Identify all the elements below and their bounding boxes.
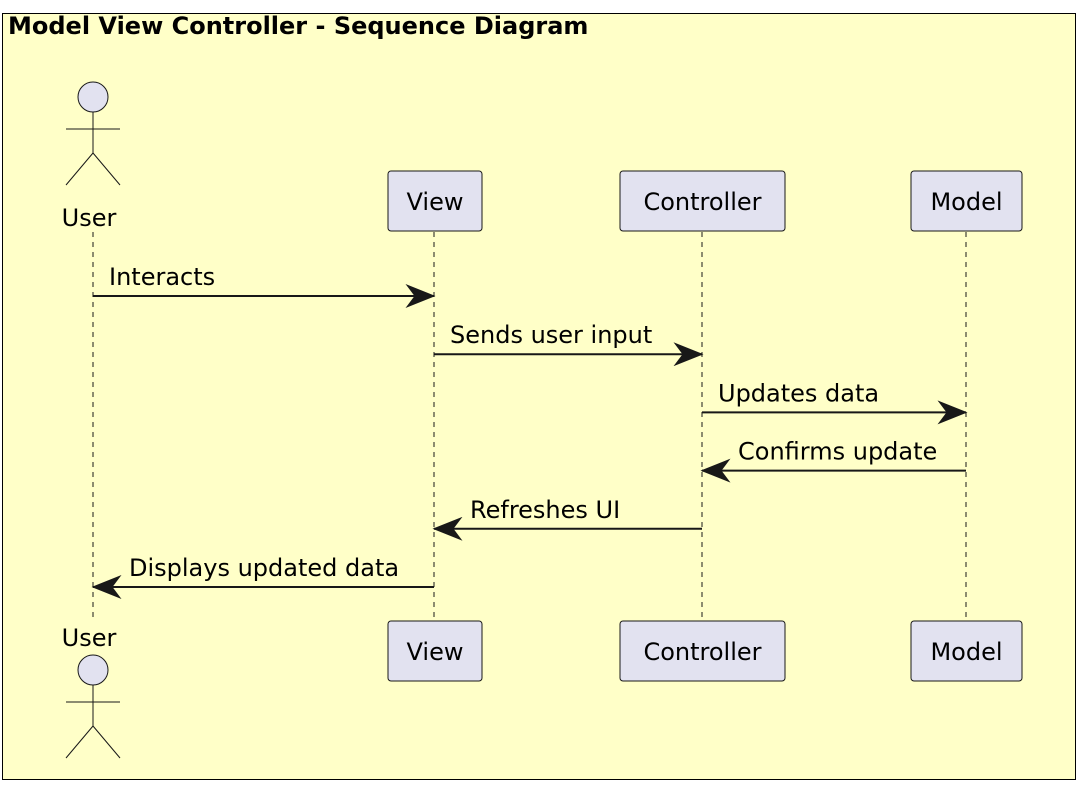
participant-label-model-top: Model [930, 188, 1002, 216]
participant-box-view-top: View [387, 170, 483, 232]
message-5: Refreshes UI [432, 496, 702, 541]
participant-box-controller-bottom: Controller [619, 620, 786, 682]
message-label: Sends user input [450, 321, 652, 349]
participant-box-model-bottom: Model [910, 620, 1023, 682]
message-label: Updates data [718, 379, 879, 407]
message-label: Refreshes UI [470, 496, 620, 524]
diagram-title: Model View Controller - Sequence Diagram [8, 12, 589, 40]
message-label: Confirms update [738, 438, 937, 466]
participant-label-view-bottom: View [407, 638, 464, 666]
message-label: Displays updated data [129, 554, 399, 582]
message-label: Interacts [109, 263, 215, 291]
diagram-frame [2, 13, 1076, 780]
participant-label-controller-top: Controller [643, 188, 761, 216]
participant-label-view-top: View [407, 188, 464, 216]
actor-top-icon [65, 81, 121, 186]
message-1: Interacts [93, 263, 436, 308]
participant-label-user-top: User [62, 204, 117, 232]
participant-label-user-bottom: User [62, 624, 117, 652]
participant-label-model-bottom: Model [930, 638, 1002, 666]
message-4: Confirms update [700, 438, 966, 483]
message-2: Sends user input [434, 321, 704, 367]
participant-box-view-bottom: View [387, 620, 483, 682]
message-3: Updates data [702, 379, 968, 425]
participant-label-controller-bottom: Controller [643, 638, 761, 666]
participant-box-model-top: Model [910, 170, 1023, 232]
message-6: Displays updated data [91, 554, 434, 599]
participant-box-controller-top: Controller [619, 170, 786, 232]
actor-bottom-icon [65, 654, 121, 759]
